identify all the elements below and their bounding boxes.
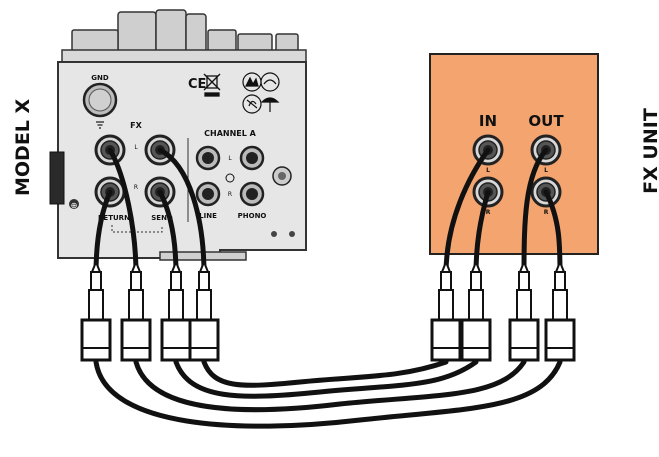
line-r-jack[interactable] (195, 181, 221, 207)
certification-marks: CE (188, 72, 280, 114)
fx-unit-body (429, 53, 599, 255)
plug-return-l (120, 259, 152, 362)
ce-mark: CE (188, 77, 206, 92)
cable-loop-send-r-to-in-r (173, 359, 479, 399)
fx-out-label: OUT (528, 112, 564, 130)
fx-bracket (111, 225, 163, 233)
ground-symbol-icon (225, 173, 235, 183)
fx-in-r-label: R (486, 209, 491, 216)
cables (93, 147, 563, 429)
cable-return-l-upper (107, 147, 139, 277)
channel-a-section: CHANNEL A L R LINE PHONO (195, 129, 267, 220)
phono-l-jack[interactable] (239, 145, 265, 171)
fx-label: FX (130, 121, 142, 130)
line-l-jack[interactable] (195, 145, 221, 171)
line-label: LINE (199, 212, 217, 220)
channel-a-label: CHANNEL A (204, 129, 256, 138)
fx-out-r-label: R (544, 209, 549, 216)
ground-icon (96, 121, 104, 129)
mixer-name-label: MODEL X (12, 98, 34, 196)
phono-r-jack[interactable] (239, 181, 265, 207)
fx-in-l-label: L (486, 167, 490, 174)
safety-icons (242, 72, 280, 114)
fx-out-l-label: L (544, 167, 548, 174)
plug-fx-out-r (544, 259, 576, 362)
plug-send-r (160, 259, 192, 362)
mixer-top-knobs (71, 9, 299, 55)
channel-a-l-label: L (228, 155, 232, 162)
send-label: SEND (151, 214, 173, 222)
ground-stud (271, 166, 295, 237)
gnd-label: GND (91, 74, 109, 82)
cable-send-l-upper (157, 147, 207, 277)
xlr-connector: ⊕ (49, 151, 79, 210)
fx-in-label: IN (479, 112, 497, 130)
gnd-terminal: GND (82, 74, 118, 129)
cable-loop-send-l-to-in-l (201, 359, 449, 388)
fx-unit-device: IN OUT L L R R (429, 53, 599, 255)
plug-fx-in-l (430, 259, 462, 362)
return-label: RETURN (98, 214, 130, 222)
channel-a-r-label: R (228, 191, 232, 198)
cable-fx-out-l-upper (521, 147, 549, 277)
weee-bin-icon (203, 73, 221, 97)
fx-unit-name-label: FX UNIT (640, 108, 659, 194)
plug-fx-out-l (508, 259, 540, 362)
phono-label: PHONO (238, 212, 267, 220)
svg-text:⊕: ⊕ (71, 201, 78, 210)
plug-return-r (80, 259, 112, 362)
plug-fx-in-r (460, 259, 492, 362)
plug-send-l (188, 259, 220, 362)
cable-loop-return-l-to-out-l (133, 359, 527, 413)
fx-r-label: R (134, 184, 138, 191)
cable-loop-return-r-to-out-r (93, 359, 563, 429)
mixer-rear-panel (57, 61, 307, 259)
mixer-top-rim (61, 49, 307, 63)
fx-l-label: L (134, 144, 138, 151)
mixer-device: ⊕ GND CE (49, 9, 307, 261)
cable-fx-in-l-upper (443, 147, 491, 277)
plugs (80, 259, 576, 362)
